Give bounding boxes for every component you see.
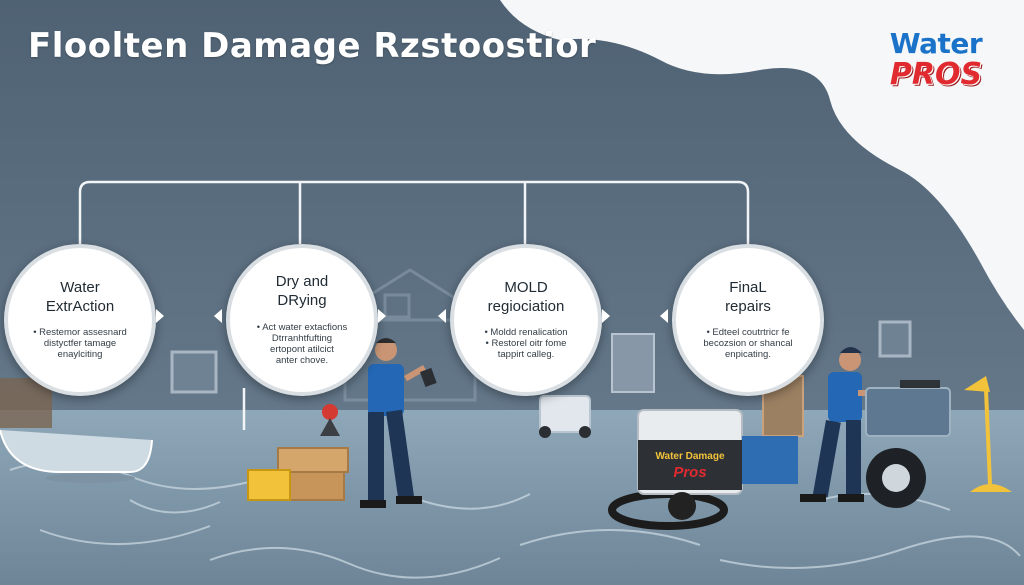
step-final-repairs: FinaL repairs • Edteel coutrtricr fe bec… — [672, 244, 824, 396]
worker-with-machine-icon — [800, 347, 890, 502]
arrow-left-icon — [660, 309, 668, 323]
decorative-wave — [500, 0, 1024, 330]
step-title: MOLD regiociation — [488, 279, 565, 317]
step-title-line: Water — [60, 278, 100, 296]
step-title: Dry and DRying — [276, 273, 329, 311]
step-description: • Moldd renalication • Restorel oitr fom… — [467, 327, 585, 361]
step-description-line: • Restemor assesnard — [33, 327, 127, 339]
step-description-line: ertopont atilcict — [270, 343, 334, 355]
step-title-line: FinaL — [729, 278, 767, 296]
step-description: • Edteel coutrtricr fe becozsion or shan… — [689, 327, 807, 361]
equipment-label-bottom: Pros — [673, 464, 706, 481]
step-description-line: • Act water extacfions — [256, 321, 348, 333]
arrow-left-icon — [438, 309, 446, 323]
step-title-line: ExtrAction — [45, 297, 115, 315]
step-title-line: DRying — [277, 292, 327, 310]
fan-icon — [320, 404, 340, 436]
arrow-right-icon — [156, 309, 164, 323]
industrial-machine-icon — [865, 380, 951, 508]
step-description: • Restemor assesnard distyctfer tamage e… — [21, 327, 139, 361]
water-pros-logo: Water PROS — [866, 30, 1006, 90]
logo-word-pros: PROS — [889, 57, 983, 92]
step-description: • Act water extacfions Dtrranhtfufting e… — [243, 321, 361, 367]
step-title-line: MOLD — [504, 278, 548, 296]
arrow-right-icon — [378, 309, 386, 323]
step-water-extraction: Water ExtrAction • Restemor assesnard di… — [4, 244, 156, 396]
boxes-icon — [247, 447, 349, 501]
dehumidifier-icon — [539, 395, 591, 438]
step-title: Water ExtrAction — [46, 279, 114, 317]
step-dry-and-drying: Dry and DRying • Act water extacfions Dt… — [226, 244, 378, 396]
equipment-label-top: Water Damage — [655, 451, 725, 462]
arrow-left-icon — [214, 309, 222, 323]
step-title-line: repairs — [725, 297, 771, 315]
step-description-line: becozsion or shancal — [703, 338, 793, 350]
step-description-line: • Edteel coutrtricr fe — [706, 327, 790, 339]
step-description-line: Dtrranhtfufting — [271, 332, 333, 344]
step-title-line: Dry and — [275, 273, 329, 291]
extractor-machine-icon: Water Damage Pros — [608, 409, 798, 530]
worker-with-tablet-icon — [360, 338, 437, 508]
page-title: Floolten Damage Rzstoostior — [28, 26, 597, 66]
bathtub-icon — [0, 429, 153, 483]
step-description-line: • Moldd renalication — [484, 327, 568, 339]
step-title: FinaL repairs — [725, 279, 771, 317]
step-mold-remediation: MOLD regiociation • Moldd renalication •… — [450, 244, 602, 396]
logo-word-water: Water — [889, 27, 983, 60]
step-description-line: • Restorel oitr fome — [485, 338, 567, 350]
step-description-line: enaylciting — [57, 349, 103, 361]
connector-lines — [78, 180, 750, 430]
step-description-line: tappirt calleg. — [497, 349, 555, 361]
floor-lamp-icon — [964, 376, 1012, 492]
step-description-line: distyctfer tamage — [43, 338, 117, 350]
step-description-line: enpicating. — [725, 349, 771, 361]
step-description-line: anter chove. — [275, 354, 329, 366]
arrow-right-icon — [602, 309, 610, 323]
step-title-line: regiociation — [487, 297, 565, 315]
